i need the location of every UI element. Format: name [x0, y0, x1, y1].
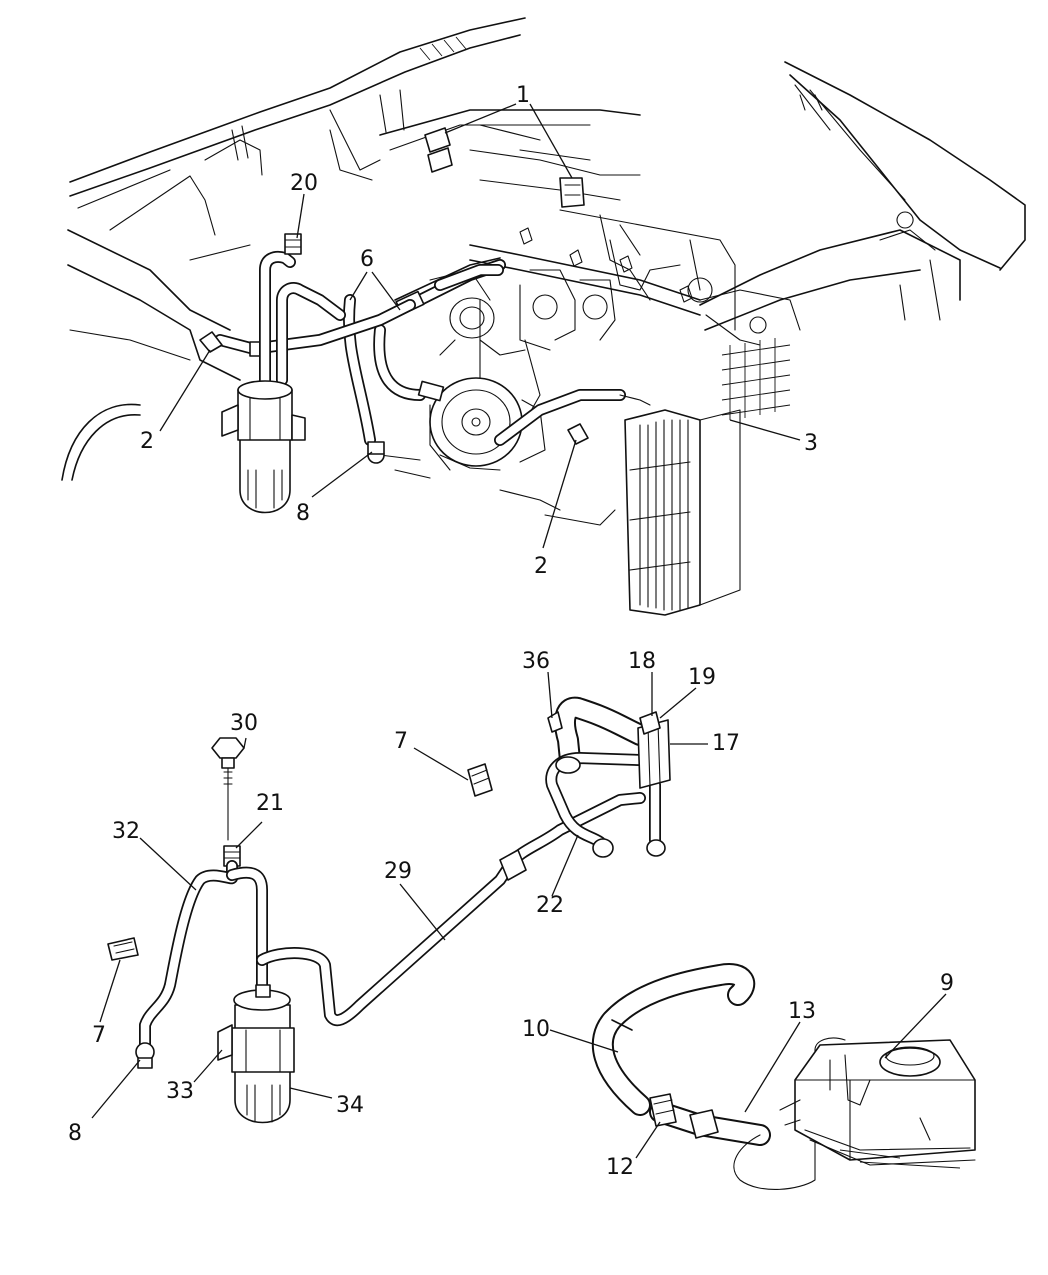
clip-icon [199, 127, 693, 445]
engine-compartment-view [61, 17, 1026, 616]
exploded-parts-view [107, 696, 976, 1190]
callout-36: 36 [522, 649, 550, 674]
callout-17: 17 [712, 731, 740, 756]
callout-8-lower: 8 [68, 1121, 82, 1146]
reservoir-icon [779, 1039, 976, 1169]
upper-leader-lines [159, 103, 801, 549]
lower-callouts: 36 18 19 17 7 30 21 32 29 22 7 8 33 34 1… [68, 649, 954, 1180]
callout-30: 30 [230, 711, 258, 736]
clip-icon [467, 763, 493, 797]
left-fender-outline [61, 17, 526, 481]
bolt-icon [211, 737, 245, 841]
callout-1: 1 [516, 83, 530, 108]
clip-icon [107, 937, 139, 961]
callout-12: 12 [606, 1155, 634, 1180]
callout-22: 22 [536, 893, 564, 918]
heater-hose-10 [591, 963, 756, 1116]
suction-discharge-hose-22 [545, 696, 671, 858]
lower-leader-lines [91, 671, 947, 1159]
callout-7-upper: 7 [394, 729, 408, 754]
callout-2-right: 2 [534, 554, 548, 579]
callout-10: 10 [522, 1017, 550, 1042]
callout-13: 13 [788, 999, 816, 1024]
callout-8-upper: 8 [296, 501, 310, 526]
ac-hoses-installed [214, 257, 651, 464]
callout-3: 3 [804, 431, 818, 456]
receiver-drier-icon [217, 984, 295, 1124]
callout-18: 18 [628, 649, 656, 674]
liquid-line-29 [256, 792, 646, 1027]
cowl-outline [379, 89, 736, 331]
hose-clamp-12 [649, 1093, 677, 1127]
callout-6: 6 [360, 247, 374, 272]
callout-29: 29 [384, 859, 412, 884]
callout-2-left: 2 [140, 429, 154, 454]
right-fender-outline [699, 61, 1026, 331]
callout-20: 20 [290, 171, 318, 196]
upper-callouts: 1 20 6 2 3 8 2 [140, 83, 818, 579]
callout-34: 34 [336, 1093, 364, 1118]
callout-32: 32 [112, 819, 140, 844]
callout-19: 19 [688, 665, 716, 690]
compressor-icon [379, 297, 616, 526]
callout-9: 9 [940, 971, 954, 996]
condenser-icon [624, 338, 791, 616]
callout-33: 33 [166, 1079, 194, 1104]
callout-21: 21 [256, 791, 284, 816]
receiver-drier-icon [221, 233, 346, 514]
callout-7-lower: 7 [92, 1023, 106, 1048]
